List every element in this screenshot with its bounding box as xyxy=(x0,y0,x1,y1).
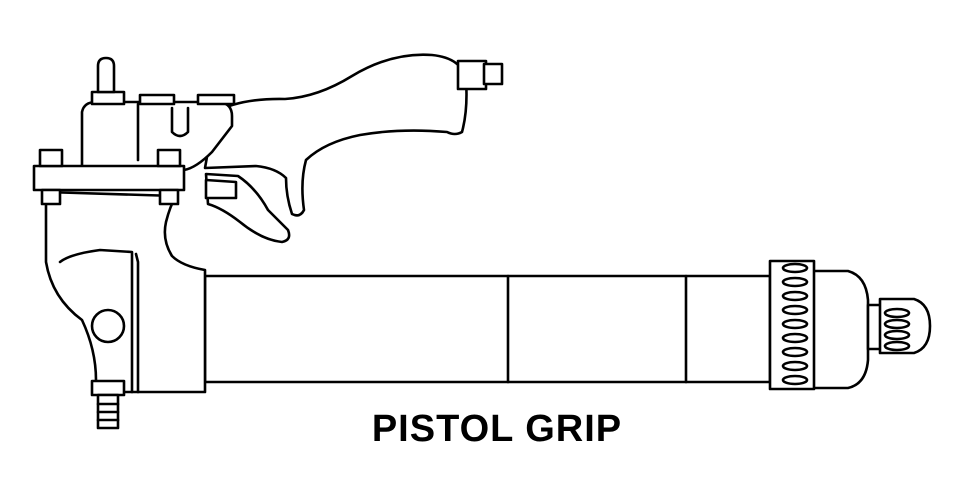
lower-body-edge xyxy=(58,248,134,394)
trigger-tab xyxy=(204,178,238,200)
handle-bolt xyxy=(456,59,504,91)
pump-head xyxy=(80,100,234,172)
end-cap xyxy=(810,269,870,390)
flange xyxy=(32,148,186,206)
coupler-port xyxy=(90,308,126,344)
bottom-fitting xyxy=(90,379,126,430)
barrel-tube xyxy=(203,274,772,384)
end-knob xyxy=(866,297,932,355)
head-nuts xyxy=(90,90,236,106)
lower-body xyxy=(44,190,207,394)
lower-body-inner xyxy=(134,252,140,394)
drawing-caption: PISTOL GRIP xyxy=(371,408,623,450)
top-stud xyxy=(96,56,116,94)
pump-head-slot xyxy=(170,106,190,138)
pistol-grip-handle xyxy=(203,53,468,217)
knurled-collar xyxy=(768,259,816,391)
